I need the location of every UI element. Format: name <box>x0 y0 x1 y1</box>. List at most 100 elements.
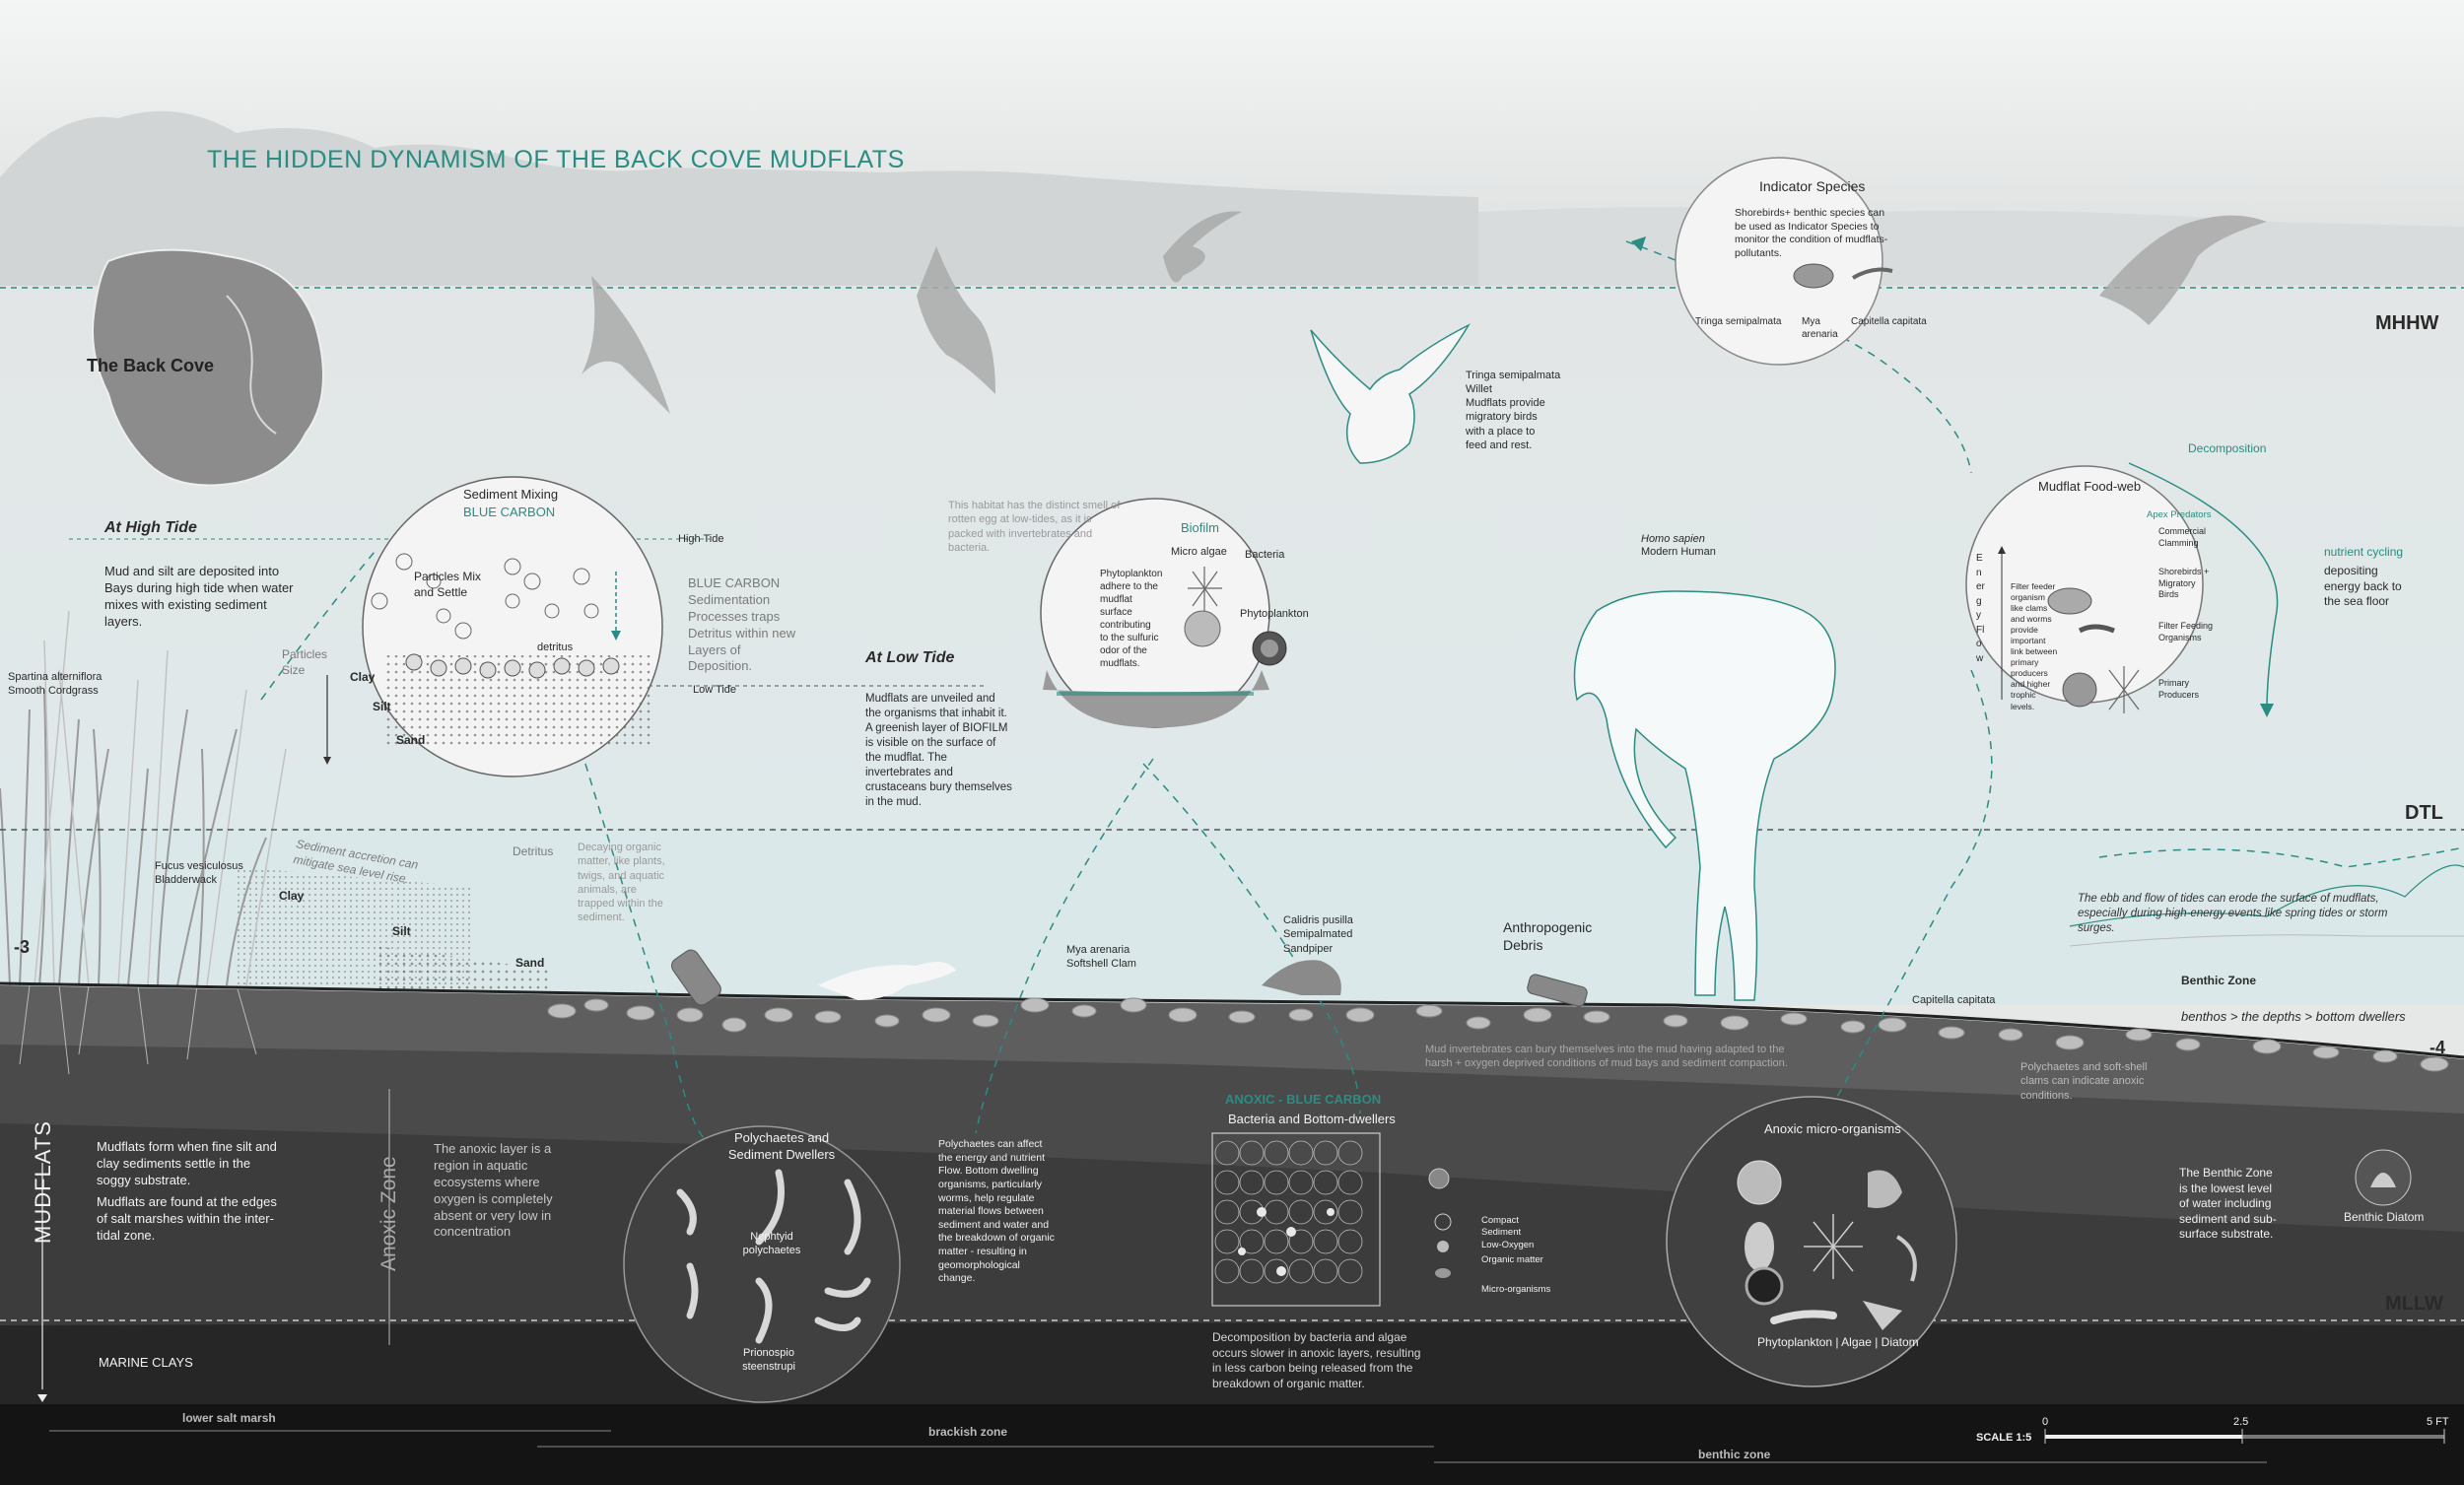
mudflats-description-1: Mudflats form when fine silt and clay se… <box>97 1139 277 1187</box>
biofilm-description: Phytoplankton adhere to the mudflat surf… <box>1100 569 1163 669</box>
clay-label-2: Clay <box>279 889 305 903</box>
biofilm-intro: This habitat has the distinct smell of r… <box>948 500 1121 554</box>
anoxic-bc-box <box>1211 1132 1381 1307</box>
low-tide-line-label: Low Tide <box>693 684 737 696</box>
sand-label: Sand <box>396 733 426 747</box>
blue-carbon-note: BLUE CARBON Sedimentation Processes trap… <box>688 575 796 674</box>
minus-4-label: -4 <box>2430 1038 2446 1057</box>
polychaetes-description: Polychaetes can affect the energy and nu… <box>938 1138 1055 1285</box>
benthic-zone-description: The Benthic Zone is the lowest level of … <box>2179 1166 2277 1242</box>
low-tide-heading: At Low Tide <box>865 649 955 666</box>
anoxic-micro-title: Anoxic micro-organisms <box>1764 1121 1901 1136</box>
zone-lower-salt-marsh: lower salt marsh <box>182 1411 276 1425</box>
indicator-species-1: Tringa semipalmata <box>1695 316 1782 327</box>
phytoplankton-label: Phytoplankton <box>1240 608 1309 620</box>
anoxic-zone-label: Anoxic Zone <box>377 1156 400 1271</box>
silt-label: Silt <box>373 700 391 713</box>
low-tide-body: Mudflats are unveiled and the organisms … <box>865 693 1012 808</box>
capitella-label: Capitella capitata <box>1912 994 1996 1006</box>
dtl-label: DTL <box>2405 802 2443 824</box>
mhhw-label: MHHW <box>2375 312 2439 334</box>
willet-bird <box>1310 323 1471 464</box>
tides-erosion-note: The ebb and flow of tides can erode the … <box>2078 893 2388 934</box>
debris-bottles <box>671 949 1588 1007</box>
decomposition-label: Decomposition <box>2188 441 2267 455</box>
commercial-clamming-label: Commercial Clamming <box>2158 526 2207 548</box>
organic-matter-label: Organic matter <box>1481 1254 1543 1265</box>
scale-tick-5ft: 5 FT <box>2427 1416 2449 1428</box>
indicator-title: Indicator Species <box>1759 178 1866 194</box>
filter-feeder-description: Filter feeder organism like clams and wo… <box>2011 581 2058 711</box>
particles-mix-label: Particles Mix and Settle <box>414 570 482 599</box>
biofilm-title: Biofilm <box>1181 520 1220 535</box>
human-species: Homo sapien <box>1641 533 1705 545</box>
shells <box>547 997 2449 1072</box>
micro-algae-label: Micro algae <box>1171 546 1227 558</box>
anoxic-description: The anoxic layer is a region in aquatic … <box>434 1141 553 1240</box>
human-outline <box>1573 590 1836 1001</box>
benthic-zone-label: Benthic Zone <box>2181 974 2257 987</box>
mud-invertebrates-note: Mud invertebrates can bury themselves in… <box>1425 1044 1788 1070</box>
willet-name: Tringa semipalmata Willet <box>1466 370 1561 396</box>
willet-description: Mudflats provide migratory birds with a … <box>1466 397 1545 451</box>
anoxic-bc-subtitle: Bacteria and Bottom-dwellers <box>1228 1112 1396 1126</box>
nutrient-cycling-label: nutrient cycling <box>2324 545 2404 559</box>
polychaetes-anoxic-note: Polychaetes and soft-shell clams can ind… <box>2020 1061 2148 1102</box>
high-tide-line-label: High Tide <box>678 533 724 545</box>
mudflats-description-2: Mudflats are found at the edges of salt … <box>97 1194 277 1243</box>
silt-label-2: Silt <box>392 924 411 938</box>
primary-producers-label: Primary Producers <box>2158 678 2200 700</box>
benthos-label: benthos > the depths > bottom dwellers <box>2181 1009 2406 1024</box>
indicator-species-3: Capitella capitata <box>1851 316 1927 327</box>
high-tide-body: Mud and silt are deposited into Bays dur… <box>104 564 294 629</box>
sandpiper-label: Calidris pusilla Semipalmated Sandpiper <box>1283 914 1353 955</box>
nutrient-cycling-description: depositing energy back to the sea floor <box>2324 564 2402 609</box>
detritus-description: Decaying organic matter, like plants, tw… <box>578 842 665 924</box>
flying-birds <box>582 211 2267 414</box>
spartina-label: Spartina alterniflora Smooth Cordgrass <box>8 671 103 698</box>
ground-base <box>0 1404 2464 1485</box>
minus-3-label: -3 <box>14 937 31 957</box>
anoxic-bc-title: ANOXIC - BLUE CARBON <box>1225 1092 1382 1107</box>
high-tide-heading: At High Tide <box>104 519 197 536</box>
mllw-label: MLLW <box>2385 1293 2443 1315</box>
mudflats-vertical-label: MUDFLATS <box>31 1120 55 1244</box>
page-title: THE HIDDEN DYNAMISM OF THE BACK COVE MUD… <box>207 146 905 173</box>
particles-size-label: Particles Size <box>282 647 328 677</box>
anoxic-micro-caption: Phytoplankton | Algae | Diatom <box>1757 1335 1919 1349</box>
back-cove-map <box>92 248 324 487</box>
anthropogenic-debris-label: Anthropogenic Debris <box>1503 919 1593 954</box>
treeline <box>0 110 1478 287</box>
detritus-circle-label: detritus <box>537 641 574 653</box>
indicator-description: Shorebirds+ benthic species can be used … <box>1735 207 1888 259</box>
zone-benthic: benthic zone <box>1698 1448 1771 1461</box>
detritus-label: Detritus <box>513 844 554 858</box>
marsh-grass <box>0 689 267 986</box>
filter-feeding-label: Filter Feeding Organisms <box>2158 621 2214 642</box>
zone-brackish: brackish zone <box>928 1425 1008 1439</box>
indicator-species-2: Mya arenaria <box>1802 316 1838 340</box>
sediment-mixing-title: Sediment Mixing <box>463 487 559 502</box>
compact-sediment-label: Compact Sediment Low-Oxygen <box>1481 1215 1535 1250</box>
apex-predators-label: Apex Predators <box>2147 509 2212 520</box>
sediment-mixing-subtitle: BLUE CARBON <box>463 505 556 519</box>
back-cove-label: The Back Cove <box>87 356 215 375</box>
scale-label: SCALE 1:5 <box>1976 1432 2032 1444</box>
shorebirds-label: Shorebirds + Migratory Birds <box>2158 567 2210 600</box>
scale-tick-0: 0 <box>2042 1416 2049 1428</box>
clay-label: Clay <box>350 670 376 684</box>
nephtyid-label: Nephtyid polychaetes <box>742 1231 801 1257</box>
sand-label-2: Sand <box>515 956 545 970</box>
polychaetes-title: Polychaetes and Sediment Dwellers <box>727 1130 836 1162</box>
polychaetes-circle <box>623 1125 901 1403</box>
marine-clays-label: MARINE CLAYS <box>99 1355 193 1370</box>
foodweb-title: Mudflat Food-web <box>2038 479 2142 494</box>
prionospio-label: Prionospio steenstrupi <box>742 1347 795 1374</box>
anoxic-bc-description: Decomposition by bacteria and algae occu… <box>1212 1330 1421 1390</box>
fucus-label: Fucus vesiculosus Bladderwack <box>155 860 243 887</box>
energy-flow-label: Energy Flow <box>1976 553 1985 664</box>
scale-tick-2-5: 2.5 <box>2233 1416 2249 1428</box>
bacteria-label: Bacteria <box>1245 549 1285 561</box>
